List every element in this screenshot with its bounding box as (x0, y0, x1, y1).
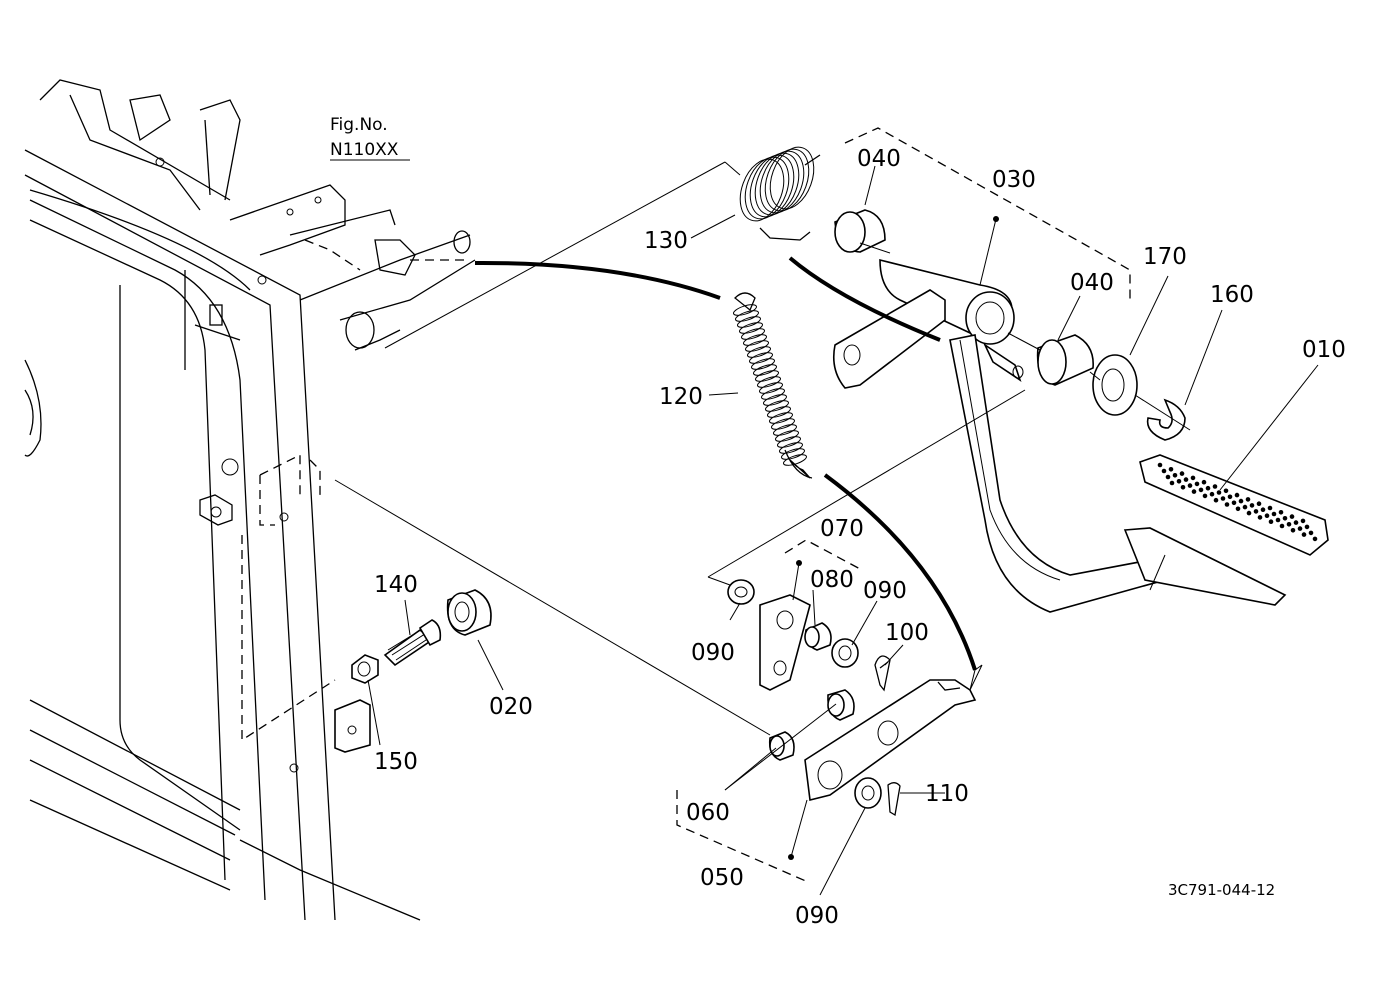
washer-170 (1092, 354, 1138, 416)
link-assembly (759, 594, 977, 801)
washers-090 (727, 579, 882, 809)
fig-no-number: N110XX (330, 140, 399, 160)
stop-bolt-assembly (334, 589, 492, 753)
callout-080: 080 (810, 567, 854, 593)
callout-170: 170 (1143, 244, 1187, 270)
pedal-pad (1123, 454, 1329, 606)
pedal-arm-assembly (832, 258, 1166, 613)
dashed-reference-lines (241, 239, 470, 742)
reference-lines (334, 161, 1191, 736)
assembly-path-lines (474, 256, 983, 691)
callout-120: 120 (659, 384, 703, 410)
clip-pin-100 (874, 655, 891, 692)
callout-labels: 010 020 030 040 040 050 060 070 080 090 … (374, 146, 1346, 929)
pin-080 (804, 622, 832, 651)
callout-020: 020 (489, 694, 533, 720)
callout-130: 130 (644, 228, 688, 254)
callout-050: 050 (700, 865, 744, 891)
group-brackets (676, 127, 1131, 883)
fig-no-label: Fig.No. (330, 115, 388, 135)
callout-140: 140 (374, 572, 418, 598)
pins-060 (768, 689, 855, 761)
bushing-040-lower (1036, 334, 1094, 386)
callout-070: 070 (820, 516, 864, 542)
figure-reference: Fig.No. N110XX (330, 115, 399, 160)
drawing-code: 3C791-044-12 (1168, 881, 1275, 899)
bushing-040-upper (834, 209, 886, 253)
return-spring (733, 292, 813, 479)
cotter-pin-110 (887, 782, 901, 817)
snap-ring-160 (1146, 398, 1186, 441)
callout-040-upper: 040 (857, 146, 901, 172)
callout-090-left: 090 (691, 640, 735, 666)
tractor-frame (24, 79, 476, 921)
callout-090-middle: 090 (863, 578, 907, 604)
leader-lines (330, 159, 1319, 896)
callout-030: 030 (992, 167, 1036, 193)
callout-060: 060 (686, 800, 730, 826)
callout-160: 160 (1210, 282, 1254, 308)
callout-010: 010 (1302, 337, 1346, 363)
callout-100: 100 (885, 620, 929, 646)
callout-150: 150 (374, 749, 418, 775)
torsion-spring (739, 146, 821, 241)
callout-040-lower: 040 (1070, 270, 1114, 296)
callout-110: 110 (925, 781, 969, 807)
callout-090-bottom: 090 (795, 903, 839, 929)
